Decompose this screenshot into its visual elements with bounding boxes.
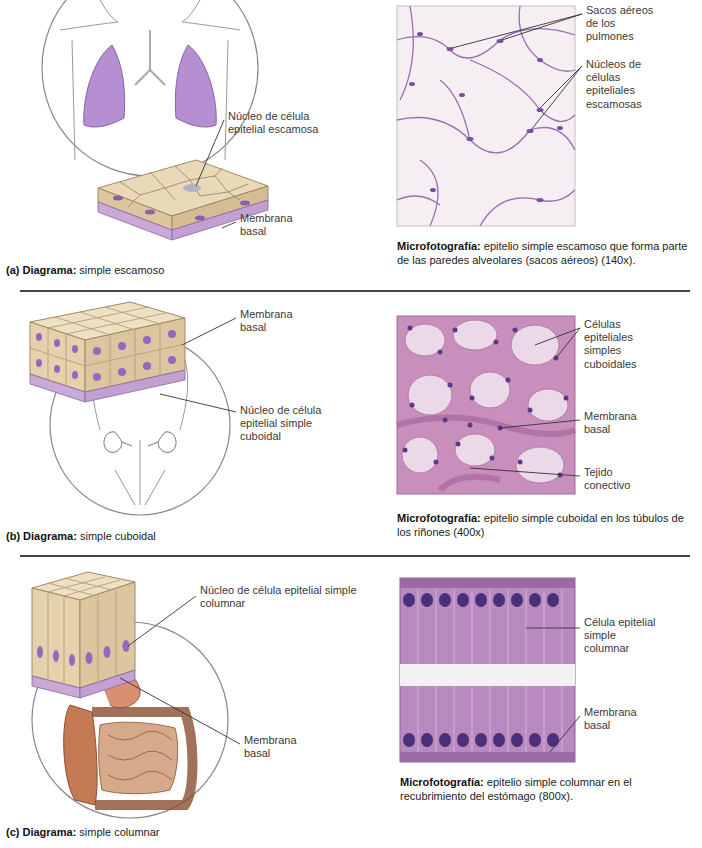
separator bbox=[20, 290, 690, 292]
columnar-epithelium bbox=[32, 572, 135, 698]
callout-label: Membrana basal bbox=[244, 734, 306, 760]
callout-label: Núcleo de célula epitelial escamosa bbox=[228, 110, 346, 136]
callout-label: Núcleo de célula epitelial simple cuboid… bbox=[240, 404, 352, 444]
caption-text: simple escamoso bbox=[79, 264, 164, 276]
separator bbox=[20, 555, 690, 557]
callout-label: Núcleo de célula epitelial simple column… bbox=[200, 584, 380, 610]
figure-caption: Microfotografía: epitelio simple escamos… bbox=[397, 240, 697, 268]
body-inset bbox=[42, 0, 258, 176]
cuboidal-epithelium bbox=[30, 302, 185, 402]
caption-text: simple cuboidal bbox=[80, 530, 156, 542]
callout-label: Célula epitelial simple columnar bbox=[584, 616, 664, 656]
caption-heading: Microfotografía: bbox=[397, 512, 481, 524]
caption-heading: (c) Diagrama: bbox=[6, 826, 76, 838]
callout-label: Tejido conectivo bbox=[584, 466, 654, 492]
callout-label: Membrana basal bbox=[240, 308, 302, 334]
callout-label: Membrana basal bbox=[240, 212, 302, 238]
caption-heading: Microfotografía: bbox=[400, 776, 484, 788]
caption-heading: (b) Diagrama: bbox=[6, 530, 77, 542]
callout-label: Membrana basal bbox=[584, 410, 646, 436]
callout-label: Núcleos de células epiteliales escamosas bbox=[586, 58, 666, 111]
figure-caption: (b) Diagrama: simple cuboidal bbox=[6, 530, 306, 544]
callout-label: Sacos aéreos de los pulmones bbox=[586, 4, 664, 44]
figure-caption: (c) Diagrama: simple columnar bbox=[6, 826, 306, 840]
caption-text: simple columnar bbox=[79, 826, 159, 838]
callout-label: Membrana basal bbox=[584, 706, 646, 732]
figure-caption: (a) Diagrama: simple escamoso bbox=[6, 264, 306, 278]
caption-heading: (a) Diagrama: bbox=[6, 264, 76, 276]
callout-label: Células epiteliales simples cuboidales bbox=[584, 318, 664, 371]
caption-heading: Microfotografía: bbox=[397, 240, 481, 252]
micrograph-stomach bbox=[400, 578, 575, 762]
leader-lines bbox=[120, 14, 582, 752]
micrograph-kidney bbox=[397, 316, 575, 494]
figure-caption: Microfotografía: epitelio simple cuboida… bbox=[397, 512, 697, 540]
figure-caption: Microfotografía: epitelio simple columna… bbox=[400, 776, 698, 804]
